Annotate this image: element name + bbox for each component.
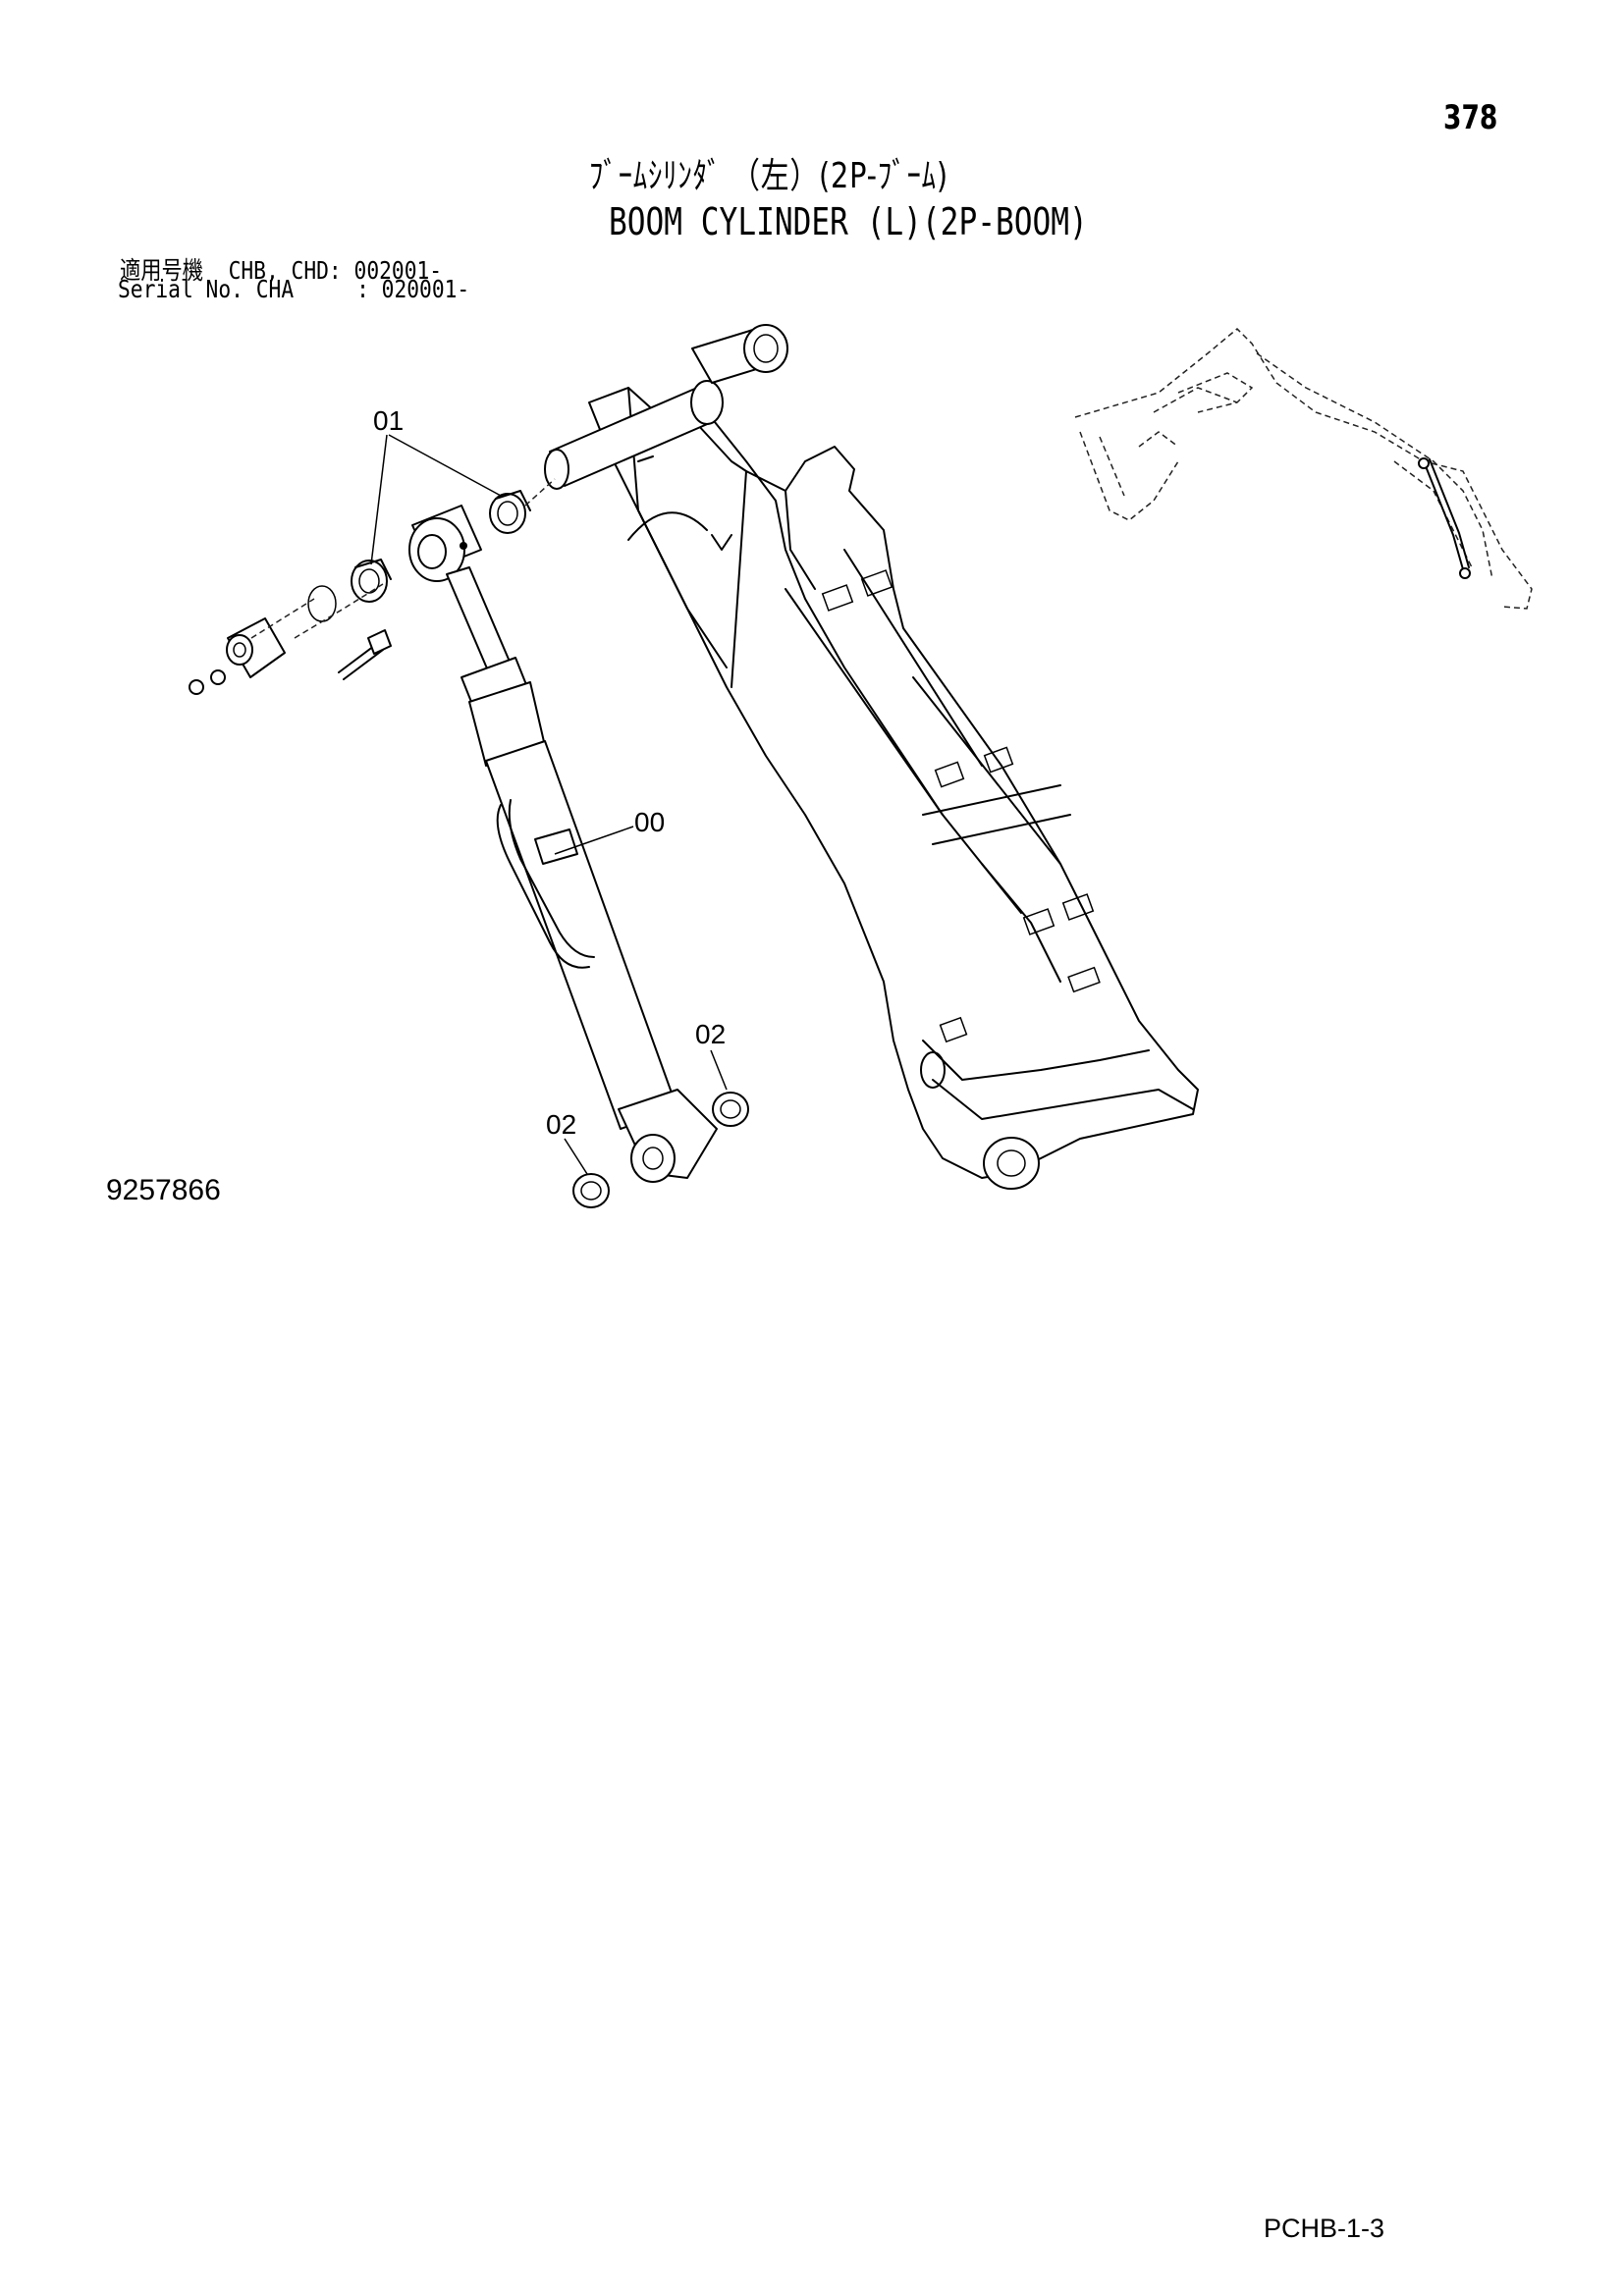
serial-number-line: Serial No. CHA : 020001- [118, 275, 470, 303]
callout-label-01: 01 [373, 405, 405, 436]
excavator-inset-illustration [1074, 327, 1533, 610]
drawing-number: 9257866 [106, 1174, 221, 1206]
serial-applicable-line: 適用号機 CHB, CHD: 002001- [120, 256, 443, 285]
callout-leaders [370, 434, 728, 1175]
loose-parts [189, 478, 749, 1208]
callout-label-02-right: 02 [695, 1019, 727, 1049]
boom-cylinder-illustration [408, 505, 718, 1183]
title-japanese: ﾌﾞｰﾑｼﾘﾝﾀﾞ （左）(2P-ﾌﾞｰﾑ) [589, 156, 948, 196]
boom-illustration [544, 324, 1199, 1190]
callout-label-02-left: 02 [546, 1109, 577, 1140]
callout-label-00: 00 [634, 807, 666, 837]
page-number: 378 [1443, 98, 1498, 137]
footer-catalog-code: PCHB-1-3 [1264, 2214, 1385, 2243]
title-english: BOOM CYLINDER (L)(2P-BOOM) [609, 200, 1088, 243]
